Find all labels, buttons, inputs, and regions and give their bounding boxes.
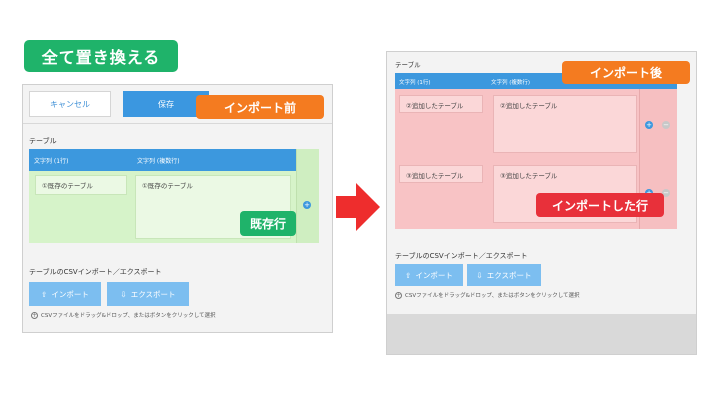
heading-replace-all: 全て置き換える (24, 40, 178, 72)
col-header-single: 文字列 (1行) (34, 158, 69, 165)
export-button[interactable]: ⇩ エクスポート (107, 282, 189, 306)
import-label: インポート (51, 289, 89, 299)
cell-single-line-row1[interactable]: ②追加したテーブル (399, 95, 483, 113)
plus-circle-icon: + (395, 291, 402, 299)
export-label: エクスポート (486, 270, 532, 280)
tag-existing-row: 既存行 (240, 211, 296, 236)
minus-circle-icon[interactable]: − (662, 121, 670, 129)
tag-after-import: インポート後 (562, 61, 690, 84)
add-row-icon[interactable]: + (303, 201, 311, 209)
csv-note-text: CSVファイルをドラッグ&ドロップ、またはボタンをクリックして選択 (41, 313, 216, 319)
tag-before-import: インポート前 (196, 95, 324, 119)
cell-single-line[interactable]: ①既存のテーブル (35, 175, 127, 195)
cancel-button[interactable]: キャンセル (29, 91, 111, 117)
download-icon: ⇩ (476, 270, 483, 280)
save-button[interactable]: 保存 (123, 91, 209, 117)
cell-multi-line-row1[interactable]: ②追加したテーブル (493, 95, 637, 153)
table-label: テーブル (395, 61, 421, 69)
csv-note: + CSVファイルをドラッグ&ドロップ、またはボタンをクリックして選択 (31, 311, 216, 319)
table-header: 文字列 (1行) 文字列 (複数行) (29, 149, 319, 171)
download-icon: ⇩ (120, 289, 127, 299)
divider (23, 123, 332, 124)
import-label: インポート (415, 270, 453, 280)
col-header-multi: 文字列 (複数行) (491, 80, 531, 86)
csv-section-label: テーブルのCSVインポート／エクスポート (29, 268, 162, 276)
tag-imported-rows: インポートした行 (536, 193, 664, 217)
csv-note: + CSVファイルをドラッグ&ドロップ、またはボタンをクリックして選択 (395, 291, 580, 299)
row-actions: + (296, 149, 319, 243)
footer-area (387, 314, 696, 354)
add-row-icon[interactable]: + (645, 121, 653, 129)
csv-note-text: CSVファイルをドラッグ&ドロップ、またはボタンをクリックして選択 (405, 293, 580, 299)
export-label: エクスポート (130, 289, 176, 299)
import-button[interactable]: ⇧ インポート (29, 282, 101, 306)
table-label: テーブル (29, 137, 57, 145)
upload-icon: ⇧ (41, 289, 48, 299)
minus-circle-icon[interactable]: − (662, 189, 670, 197)
arrow-right-icon (336, 183, 380, 231)
col-header-multi: 文字列 (複数行) (137, 158, 180, 165)
plus-circle-icon: + (31, 311, 38, 319)
panel-before: キャンセル 保存 テーブル 文字列 (1行) 文字列 (複数行) ①既存のテーブ… (22, 84, 333, 333)
export-button[interactable]: ⇩ エクスポート (467, 264, 541, 286)
csv-section-label: テーブルのCSVインポート／エクスポート (395, 252, 528, 260)
col-header-single: 文字列 (1行) (399, 80, 431, 86)
import-button[interactable]: ⇧ インポート (395, 264, 463, 286)
cell-single-line-row2[interactable]: ③追加したテーブル (399, 165, 483, 183)
upload-icon: ⇧ (405, 270, 412, 280)
